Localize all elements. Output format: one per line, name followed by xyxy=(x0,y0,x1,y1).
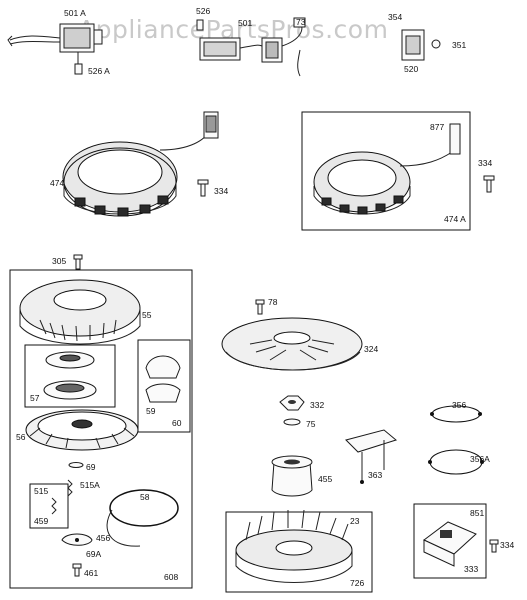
part-474-stator xyxy=(62,111,219,217)
part-332-nut xyxy=(279,395,305,411)
box-333 xyxy=(413,503,487,579)
label-461: 461 xyxy=(84,568,98,578)
label-69a: 69A xyxy=(86,549,101,559)
label-354: 354 xyxy=(388,12,402,22)
part-58-rope xyxy=(106,489,179,547)
label-56: 56 xyxy=(16,432,26,442)
part-334-screw-b xyxy=(483,175,495,193)
part-456-cam xyxy=(61,533,93,546)
part-78-screw xyxy=(255,299,265,315)
part-520-bracket xyxy=(401,29,441,61)
label-69: 69 xyxy=(86,462,96,472)
part-334-screw-c xyxy=(489,539,499,553)
part-474a-stator xyxy=(313,123,461,215)
label-58: 58 xyxy=(140,492,150,502)
label-57: 57 xyxy=(30,393,40,403)
part-305-screw xyxy=(73,254,83,270)
label-726: 726 xyxy=(350,578,364,588)
label-73: 73 xyxy=(296,17,306,27)
part-501-harness xyxy=(196,17,306,77)
label-515a: 515A xyxy=(80,480,100,490)
label-324: 324 xyxy=(364,344,378,354)
part-515-spring xyxy=(51,479,73,515)
label-520: 520 xyxy=(404,64,418,74)
part-334-screw-a xyxy=(197,179,209,197)
label-474: 474 xyxy=(50,178,64,188)
part-75-washer xyxy=(283,418,301,426)
label-334-a: 334 xyxy=(214,186,228,196)
label-515: 515 xyxy=(34,486,48,496)
box-23 xyxy=(225,511,373,593)
label-59: 59 xyxy=(146,406,156,416)
label-501a: 501 A xyxy=(64,8,86,18)
label-60: 60 xyxy=(172,418,182,428)
label-526a-top: 526 A xyxy=(88,66,110,76)
label-55: 55 xyxy=(142,310,152,320)
label-332: 332 xyxy=(310,400,324,410)
label-334-b: 334 xyxy=(478,158,492,168)
label-363: 363 xyxy=(368,470,382,480)
box-474a xyxy=(301,111,471,231)
label-78: 78 xyxy=(268,297,278,307)
label-474a: 474 A xyxy=(444,214,466,224)
label-334-c: 334 xyxy=(500,540,514,550)
part-57-pulley xyxy=(43,351,97,400)
part-56-rewind-pulley xyxy=(25,409,139,451)
label-877: 877 xyxy=(430,122,444,132)
label-333: 333 xyxy=(464,564,478,574)
label-459: 459 xyxy=(34,516,48,526)
label-608: 608 xyxy=(164,572,178,582)
part-726-flywheel xyxy=(235,509,353,583)
part-356a-wire xyxy=(428,449,484,475)
box-57 xyxy=(24,344,116,408)
label-305: 305 xyxy=(52,256,66,266)
label-456: 456 xyxy=(96,533,110,543)
part-69-washer xyxy=(68,462,84,468)
box-459 xyxy=(29,483,69,529)
label-356a: 356A xyxy=(470,454,490,464)
label-455: 455 xyxy=(318,474,332,484)
label-75: 75 xyxy=(306,419,316,429)
part-324-screen xyxy=(221,317,363,371)
part-356-wire xyxy=(430,405,482,423)
part-461-screw xyxy=(72,563,82,577)
label-23: 23 xyxy=(350,516,360,526)
part-851-switch xyxy=(423,521,477,567)
label-356: 356 xyxy=(452,400,466,410)
label-526: 526 xyxy=(196,6,210,16)
label-351: 351 xyxy=(452,40,466,50)
box-608 xyxy=(9,269,193,589)
part-59-pawl xyxy=(145,355,181,403)
part-455-cup xyxy=(271,455,313,497)
part-363-bracket xyxy=(345,429,398,484)
box-60 xyxy=(137,339,191,433)
part-55-blower-housing xyxy=(19,279,141,345)
label-501: 501 xyxy=(238,18,252,28)
part-501a-rectifier xyxy=(7,23,103,75)
label-851: 851 xyxy=(470,508,484,518)
